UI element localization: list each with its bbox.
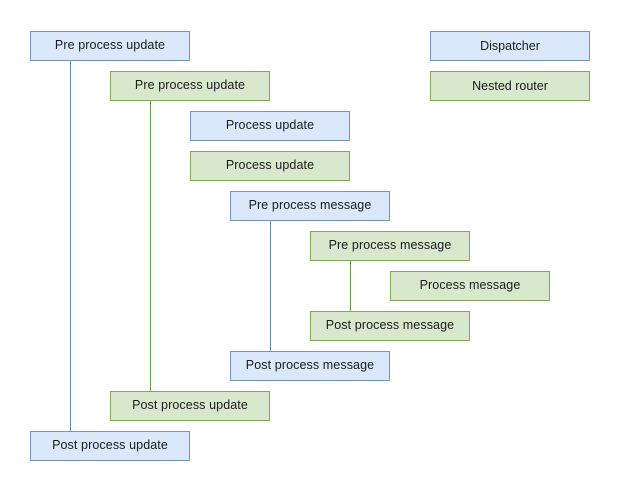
connector-line bbox=[270, 221, 271, 351]
flow-node-label: Pre process message bbox=[328, 238, 452, 253]
legend-item-label: Dispatcher bbox=[480, 39, 540, 53]
flow-node-label: Post process message bbox=[245, 358, 375, 373]
flow-node-label: Process update bbox=[225, 158, 315, 173]
flow-node-label: Pre process update bbox=[54, 38, 166, 53]
connector-line bbox=[70, 61, 71, 431]
connector-line bbox=[150, 101, 151, 391]
flow-node-label: Process update bbox=[225, 118, 315, 133]
flow-node-label: Post process update bbox=[132, 398, 248, 413]
legend-item-label: Nested router bbox=[472, 79, 548, 93]
legend-item-dispatcher[interactable]: Dispatcher bbox=[430, 31, 590, 61]
flow-node[interactable]: Process update bbox=[190, 111, 350, 141]
flow-node-label: Post process update bbox=[52, 438, 168, 453]
flow-node[interactable]: Process update bbox=[190, 151, 350, 181]
connector-line bbox=[350, 261, 351, 311]
flow-node[interactable]: Pre process update bbox=[30, 31, 190, 61]
flow-node[interactable]: Post process update bbox=[110, 391, 270, 421]
flow-node[interactable]: Post process message bbox=[310, 311, 470, 341]
legend-item-router[interactable]: Nested router bbox=[430, 71, 590, 101]
flow-node[interactable]: Process message bbox=[390, 271, 550, 301]
flow-node[interactable]: Post process update bbox=[30, 431, 190, 461]
flow-node-label: Post process message bbox=[325, 318, 455, 333]
flow-node-label: Pre process update bbox=[134, 78, 246, 93]
flow-node[interactable]: Pre process update bbox=[110, 71, 270, 101]
flow-node[interactable]: Pre process message bbox=[230, 191, 390, 221]
flow-node-label: Pre process message bbox=[248, 198, 372, 213]
flow-node[interactable]: Pre process message bbox=[310, 231, 470, 261]
flow-node[interactable]: Post process message bbox=[230, 351, 390, 381]
flow-node-label: Process message bbox=[419, 278, 521, 293]
